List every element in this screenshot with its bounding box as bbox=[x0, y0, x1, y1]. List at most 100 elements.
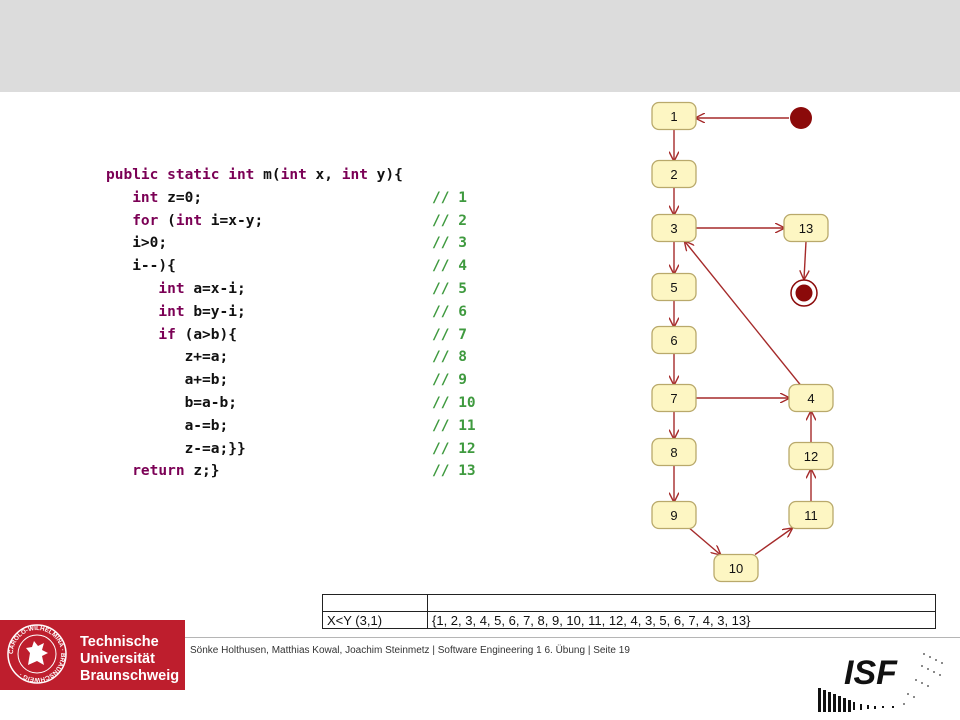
code-comment: // 5 bbox=[432, 280, 467, 297]
header-band bbox=[0, 0, 960, 92]
code-text: z;} bbox=[184, 463, 220, 480]
flow-node-label: 7 bbox=[670, 391, 677, 406]
flow-edge-9-10 bbox=[689, 527, 720, 555]
flow-edge-13-end bbox=[804, 241, 806, 280]
code-comment: // 1 bbox=[432, 189, 467, 206]
table-cell bbox=[322, 594, 428, 612]
code-keyword: int bbox=[132, 189, 159, 206]
code-keyword: if bbox=[158, 326, 176, 343]
code-line: public static int m(int x, int y){ bbox=[106, 164, 403, 187]
code-line: if (a>b){ // 7 bbox=[106, 324, 467, 347]
code-keyword: for bbox=[132, 212, 159, 229]
flow-node bbox=[651, 159, 697, 189]
code-keyword: int bbox=[158, 303, 185, 320]
code-comment: // 3 bbox=[432, 235, 467, 252]
code-line: return z;} // 13 bbox=[106, 460, 475, 483]
code-text: b=y-i; bbox=[184, 303, 246, 320]
code-comment: // 13 bbox=[432, 463, 476, 480]
logo-line-1: Technische bbox=[80, 634, 159, 650]
code-line: i--){ // 4 bbox=[106, 255, 467, 278]
code-comment: // 4 bbox=[432, 258, 467, 275]
code-comment: // 8 bbox=[432, 349, 467, 366]
code-line: int a=x-i; // 5 bbox=[106, 278, 467, 301]
code-text: ( bbox=[158, 212, 176, 229]
flow-node bbox=[651, 325, 697, 355]
code-comment: // 11 bbox=[432, 417, 476, 434]
code-comment: // 9 bbox=[432, 372, 467, 389]
table-row bbox=[322, 594, 936, 612]
code-text: i--){ bbox=[132, 258, 176, 275]
code-line: int b=y-i; // 6 bbox=[106, 301, 467, 324]
flow-node-label: 13 bbox=[799, 221, 813, 236]
code-comment: // 10 bbox=[432, 394, 476, 411]
flow-node bbox=[713, 553, 759, 583]
code-comment: // 2 bbox=[432, 212, 467, 229]
code-listing: public static int m(int x, int y){ int z… bbox=[106, 164, 476, 483]
flow-node bbox=[783, 213, 829, 243]
code-text: z=0; bbox=[158, 189, 203, 206]
code-text: z-=a;}} bbox=[184, 440, 246, 457]
isf-logo: ISF bbox=[818, 653, 943, 712]
code-keyword: int bbox=[175, 212, 203, 229]
flow-node-label: 6 bbox=[670, 333, 677, 348]
flow-node-label: 8 bbox=[670, 445, 677, 460]
code-keyword: int bbox=[280, 167, 307, 183]
flow-node bbox=[788, 500, 834, 530]
code-keyword: int bbox=[158, 280, 185, 297]
flow-node bbox=[651, 383, 697, 413]
flow-node bbox=[651, 272, 697, 302]
flow-node-label: 10 bbox=[729, 561, 743, 576]
code-text: i=x-y; bbox=[202, 212, 264, 229]
code-line: a-=b; // 11 bbox=[106, 415, 476, 438]
code-text: a-=b; bbox=[184, 417, 229, 434]
flow-node bbox=[651, 500, 697, 530]
table-cell: {1, 2, 3, 4, 5, 6, 7, 8, 9, 10, 11, 12, … bbox=[427, 611, 936, 629]
code-keyword: public static int bbox=[106, 167, 264, 183]
flow-node-label: 5 bbox=[670, 280, 677, 295]
end-node-core bbox=[795, 284, 813, 302]
flow-edge-10-11 bbox=[754, 529, 792, 556]
code-line: i>0;// 3 bbox=[106, 232, 467, 255]
flow-node-label: 11 bbox=[804, 508, 818, 523]
footer-divider bbox=[0, 637, 960, 638]
flow-node-label: 4 bbox=[807, 391, 814, 406]
code-text: z+=a; bbox=[184, 349, 229, 366]
flow-edge-4-3 bbox=[685, 242, 801, 385]
code-comment: // 7 bbox=[432, 326, 467, 343]
code-line: z+=a; // 8 bbox=[106, 346, 467, 369]
flow-node bbox=[651, 213, 697, 243]
logo-line-2: Universität bbox=[80, 651, 155, 667]
code-keyword: int bbox=[341, 167, 368, 183]
code-text: (a>b){ bbox=[175, 326, 237, 343]
flow-node-label: 2 bbox=[670, 167, 677, 182]
university-logo: CAROLO-WILHELMINA · BRAUNSCHWEIG · Techn… bbox=[0, 620, 185, 690]
code-text: a=x-i; bbox=[184, 280, 246, 297]
test-case-table: X<Y (3,1) {1, 2, 3, 4, 5, 6, 7, 8, 9, 10… bbox=[322, 594, 936, 629]
code-line: b=a-b; // 10 bbox=[106, 392, 476, 415]
flow-node-label: 9 bbox=[670, 508, 677, 523]
code-text: a+=b; bbox=[184, 372, 229, 389]
svg-text:ISF: ISF bbox=[844, 654, 898, 692]
code-keyword: return bbox=[132, 463, 185, 480]
university-seal-icon: CAROLO-WILHELMINA · BRAUNSCHWEIG · bbox=[7, 624, 67, 684]
code-comment: // 12 bbox=[432, 440, 476, 457]
flow-node-label: 12 bbox=[804, 449, 818, 464]
flow-node bbox=[651, 101, 697, 131]
code-line: a+=b; // 9 bbox=[106, 369, 467, 392]
start-node bbox=[790, 107, 812, 129]
flow-node bbox=[788, 383, 834, 413]
code-text: b=a-b; bbox=[184, 394, 237, 411]
flow-node-label: 3 bbox=[670, 221, 677, 236]
table-cell: X<Y (3,1) bbox=[322, 611, 428, 629]
code-text: x, bbox=[306, 167, 342, 183]
code-comment: // 6 bbox=[432, 303, 467, 320]
code-line: z-=a;}} // 12 bbox=[106, 438, 476, 461]
table-row: X<Y (3,1) {1, 2, 3, 4, 5, 6, 7, 8, 9, 10… bbox=[322, 611, 936, 629]
code-line: int z=0; // 1 bbox=[106, 187, 467, 210]
code-text: m( bbox=[263, 167, 281, 183]
code-line: for (int i=x-y; // 2 bbox=[106, 210, 467, 233]
table-cell bbox=[427, 594, 936, 612]
logo-line-3: Braunschweig bbox=[80, 668, 180, 684]
flow-node-label: 1 bbox=[670, 109, 677, 124]
